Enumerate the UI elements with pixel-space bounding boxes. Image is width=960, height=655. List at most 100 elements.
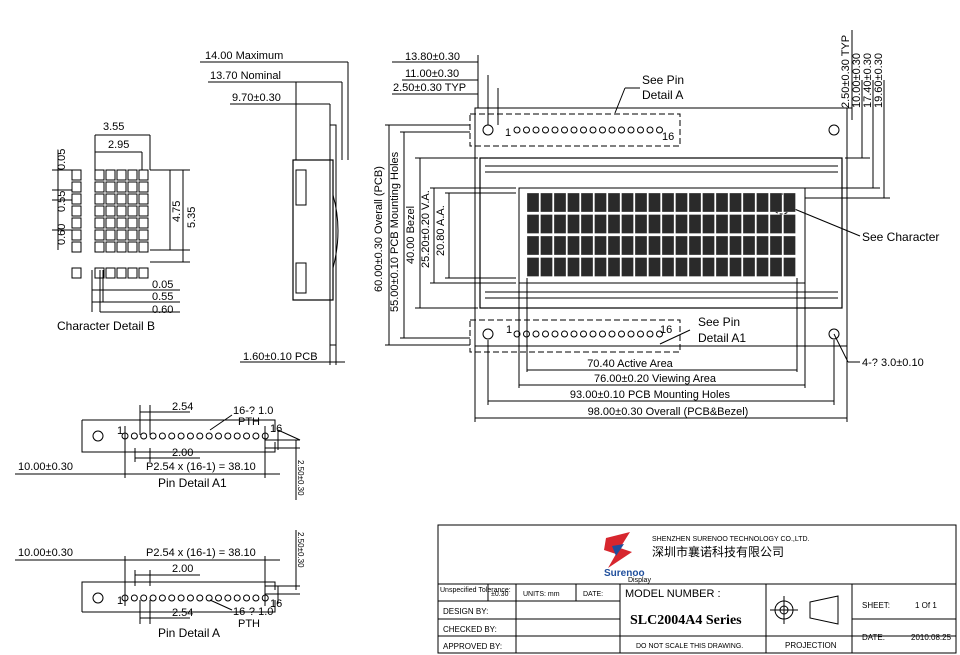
date-label: DATE: [583, 591, 603, 598]
lcd-char-cell [607, 214, 621, 234]
char-pixel [105, 193, 116, 205]
front-dim-2-50-typ: 2.50±0.30 TYP [393, 82, 466, 94]
char-dim-3-55: 3.55 [103, 121, 124, 133]
lcd-char-cell [742, 257, 756, 277]
char-pixel [116, 217, 127, 229]
char-pixel [71, 241, 82, 253]
char-detail-title: Character Detail B [57, 319, 155, 333]
char-pixel [138, 241, 149, 253]
char-pixel [105, 181, 116, 193]
pin-hole [589, 126, 597, 134]
a1-dim-2-00: 2.00 [172, 447, 193, 459]
lcd-char-cell [540, 192, 553, 213]
lcd-char-cell [661, 192, 675, 213]
char-pixel [127, 181, 138, 193]
rdim-17-40: 17.40±0.30 [862, 53, 874, 108]
char-pixel [116, 229, 127, 241]
lcd-char-cell [526, 192, 540, 213]
lcd-char-cell [607, 192, 621, 213]
a-pin-last: 16 [270, 598, 282, 610]
lcd-char-cell [526, 257, 540, 277]
lcd-char-cell [742, 192, 756, 213]
pin-hole [252, 594, 260, 602]
top-pin-first: 1 [505, 127, 511, 139]
lcd-char-cell [621, 214, 634, 234]
pin-hole [513, 330, 521, 338]
pin-hole [580, 330, 587, 338]
lcd-char-cell [567, 214, 580, 234]
pin-hole [168, 432, 176, 440]
rdim-2-50-typ: 2.50±0.30 TYP [840, 35, 852, 108]
rdim-19-60: 19.60±0.30 [873, 53, 885, 108]
vdim-40-bezel: 40.00 Bezel [405, 206, 417, 264]
lcd-char-cell [567, 192, 580, 213]
lcd-char-cell [702, 257, 715, 277]
a1-pin-first: 1 [117, 425, 123, 437]
char-pixel [127, 217, 138, 229]
pin-hole [186, 432, 194, 440]
pin-hole [177, 432, 185, 440]
lcd-char-cell [769, 257, 783, 277]
lcd-char-cell [580, 235, 594, 256]
lcd-char-cell [702, 214, 715, 234]
char-pixel [94, 217, 105, 229]
lcd-char-cell [729, 214, 742, 234]
lcd-char-cell [526, 214, 540, 234]
pin-hole [551, 126, 559, 134]
side-view [200, 61, 349, 365]
a-holes-note: 16-? 1.0 [233, 606, 273, 618]
char-pixel [105, 217, 116, 229]
char-dim-0-60: 0.60 [56, 224, 68, 245]
char-pixel [71, 205, 82, 217]
model-value: SLC2004A4 Series [630, 613, 742, 628]
a1-left-dim: 10.00±0.30 [18, 461, 73, 473]
char-pixel [138, 267, 149, 279]
title-block [437, 524, 957, 654]
lcd-char-cell [756, 214, 769, 234]
pin-hole [542, 126, 549, 134]
lcd-char-cell [540, 235, 553, 256]
pin-hole [589, 330, 597, 338]
pin-hole [130, 594, 138, 602]
lcd-char-cell [688, 214, 702, 234]
pin-hole [618, 330, 625, 338]
lcd-char-cell [675, 214, 688, 234]
pin-hole [243, 432, 251, 440]
char-pixel [127, 241, 138, 253]
lcd-char-cell [675, 257, 688, 277]
tolerance-label: Unspecified Tolerance: [440, 587, 511, 594]
lcd-char-cell [621, 192, 634, 213]
char-pixel [138, 217, 149, 229]
lcd-char-cell [783, 235, 796, 256]
lcd-char-cell [594, 235, 607, 256]
hdim-93-holes: 93.00±0.10 PCB Mounting Holes [570, 389, 731, 401]
see-pin-detail-a-line1: See Pin [642, 73, 684, 87]
char-pixel [94, 181, 105, 193]
pin-detail-a1 [15, 405, 301, 500]
char-pixel [116, 267, 127, 279]
lcd-char-cell [634, 257, 648, 277]
char-pixel [71, 217, 82, 229]
pin-hole [205, 432, 213, 440]
pin-hole [243, 594, 251, 602]
lcd-char-cell [769, 192, 783, 213]
pin-hole [196, 432, 204, 440]
tolerance-value: ±0.30 [491, 591, 509, 598]
lcd-char-cell [756, 192, 769, 213]
projection-label: PROJECTION [785, 641, 837, 650]
sheet-value: 1 Of 1 [915, 601, 937, 610]
side-nominal-thickness: 13.70 Nominal [210, 70, 281, 82]
character-detail-b [52, 134, 190, 313]
pin-hole [140, 432, 148, 440]
char-pixel [138, 193, 149, 205]
lcd-char-cell [661, 214, 675, 234]
char-bottom-dim-0-55: 0.55 [152, 291, 173, 303]
char-pixel [105, 241, 116, 253]
lcd-char-cell [675, 235, 688, 256]
no-scale-note: DO NOT SCALE THIS DRAWING. [636, 643, 743, 650]
lcd-char-cell [783, 214, 796, 234]
lcd-char-cell [742, 235, 756, 256]
front-dim-13-80: 13.80±0.30 [405, 51, 460, 63]
char-pixel [105, 205, 116, 217]
char-bottom-dim-0-60: 0.60 [152, 304, 173, 316]
